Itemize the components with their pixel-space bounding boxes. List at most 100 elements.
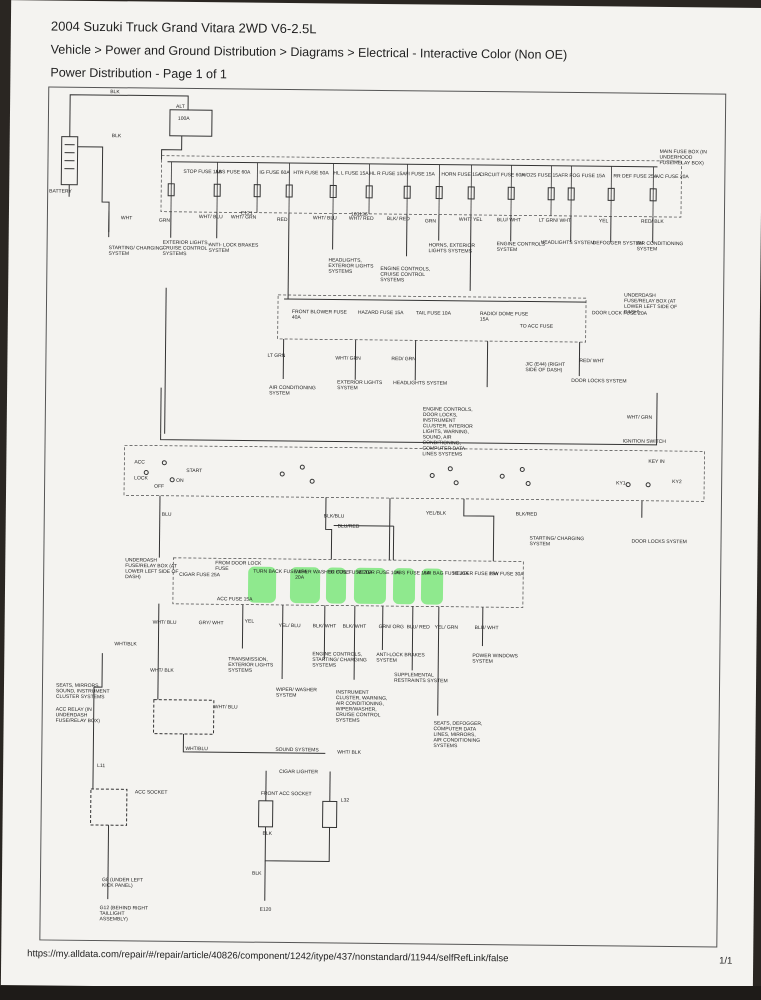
battery-symbol [60, 136, 79, 186]
diagram-label: WHT/BLU [185, 746, 208, 752]
diagram-label: STARTING/ CHARGINGSYSTEM [529, 536, 584, 548]
fuse-lead [288, 163, 290, 214]
diagram-label: BLU [162, 512, 172, 518]
diagram-label: ACC FUSE 15A [217, 596, 253, 602]
diagram-label: RED [277, 217, 288, 223]
diagram-label: KY1 [616, 480, 626, 486]
diagram-label: FRONT BLOWER FUSE40A [292, 309, 348, 321]
diagram-label: ENGINE CONTROLS,DOOR LOCKS,INSTRUMENTCLU… [422, 406, 473, 457]
diagram-label: IG FUSE 60A [259, 170, 290, 176]
diagram-label: HORN FUSE 15A [441, 172, 481, 178]
diagram-label: L11 [97, 763, 105, 769]
diagram-label: SEATS, DEFOGGER,COMPUTER DATALINES, MIRR… [433, 721, 482, 750]
diagram-label: RED/ GRN [391, 356, 416, 362]
diagram-label: WHT/ BLU [313, 215, 337, 221]
diagram-label: WHT/ YEL [459, 217, 483, 223]
diagram-label: AIR CONDITIONINGSYSTEM [269, 385, 316, 397]
diagram-label: POWER WINDOWSSYSTEM [472, 653, 518, 665]
diagram-label: RED/ WHT [579, 358, 604, 364]
page-title: 2004 Suzuki Truck Grand Vitara 2WD V6-2.… [50, 18, 317, 37]
diagram-label: TO ACC FUSE [520, 323, 554, 329]
fuse-lead [368, 163, 370, 214]
diagram-label: WHT/ BLU [199, 214, 223, 220]
diagram-label: EXTERIOR LIGHTS,CRUISE CONTROLSYSTEMS [162, 240, 209, 258]
diagram-label: G8 (UNDER LEFTKICK PANEL) [102, 877, 143, 889]
diagram-label: ALT [176, 104, 185, 110]
diagram-label: E121 [241, 211, 253, 217]
diagram-label: OFF [154, 484, 164, 490]
diagram-label: LT GRN [267, 353, 285, 359]
diagram-label: YEL/ GRN [435, 625, 459, 631]
diagram-label: WHT/ GRN [627, 415, 653, 421]
diagram-label: AIR CONDITIONINGSYSTEM [637, 241, 684, 253]
diagram-label: BLK/ WHT [313, 623, 337, 629]
diagram-label: ENGINE CONTROLS,STARTING/ CHARGINGSYSTEM… [312, 651, 367, 669]
diagram-label: BATTERY [49, 188, 72, 194]
diagram-label: EXTERIOR LIGHTSSYSTEM [337, 380, 383, 392]
diagram-label: GRY/ WHT [199, 620, 224, 626]
diagram-label: A/C FUSE 20A [655, 174, 689, 180]
diagram-label: HL L FUSE 15A [333, 170, 369, 176]
diagram-label: DOOR LOCKS SYSTEM [632, 539, 687, 546]
diagram-label: RED/ BLK [641, 219, 665, 225]
diagram-label: G12 (BEHIND RIGHTTAILLIGHTASSEMBLY) [100, 905, 149, 923]
diagram-label: H/O2S FUSE 15A [521, 172, 562, 178]
diagram-label: P/W FUSE 30A [489, 571, 524, 577]
diagram-label: BLK [112, 133, 122, 139]
diagram-label: WIPER WASHER FUSE20A [295, 569, 350, 581]
diagram-label: ENGINE CONTROLS,CRUISE CONTROLSYSTEMS [380, 266, 430, 284]
fuse-lead [550, 165, 552, 216]
diagram-label: ANTI-LOCK BRAKESSYSTEM [376, 652, 425, 664]
fuse-lead [438, 164, 440, 215]
diagram-label: HEADLIGHTS,EXTERIOR LIGHTSSYSTEMS [328, 257, 374, 275]
diagram-label: WHT/ BLU [214, 704, 238, 710]
diagram-label: ACC RELAY (INUNDERDASHFUSE/RELAY BOX) [56, 707, 101, 725]
diagram-label: MAIN FUSE BOX (INUNDERHOODFUSE/RELAY BOX… [659, 149, 707, 167]
diagram-label: ON [176, 478, 184, 484]
diagram-label: WHT [121, 215, 132, 221]
diagram-label: TAIL FUSE 10A [416, 310, 452, 316]
fuse-lead [256, 162, 258, 213]
diagram-label: BLK [262, 831, 272, 837]
diagram-label: IG COIL FUSE 20A [329, 569, 373, 575]
diagram-label: UNDERDASHFUSE/RELAY BOX (ATLOWER LEFT SI… [624, 293, 677, 316]
diagram-label: ACC SOCKET [135, 789, 168, 795]
breadcrumb: Vehicle > Power and Ground Distribution … [50, 42, 568, 62]
diagram-label: CIGAR LIGHTER [279, 769, 318, 775]
diagram-label: START [186, 468, 202, 474]
diagram-label: FRONT ACC SOCKET [261, 791, 312, 798]
diagram-label: INSTRUMENTCLUSTER, WARNING,AIR CONDITION… [336, 690, 388, 725]
diagram-label: DOOR LOCKS SYSTEM [571, 378, 626, 385]
diagram-label: HORNS, EXTERIORLIGHTS SYSTEMS [429, 242, 476, 254]
diagram-label: CIRCUIT FUSE 60A [479, 172, 525, 178]
diagram-label: WIPER/ WASHERSYSTEM [276, 687, 317, 699]
diagram-label: HL R FUSE 15A [369, 171, 406, 177]
diagram-label: TURN BACK FUSE 15A [253, 569, 308, 576]
diagram-label: KY2 [672, 479, 682, 485]
fuse-lead [470, 164, 472, 215]
diagram-label: IGNITION SWITCH [623, 439, 667, 445]
diagram-label: GRN/ ORG [379, 624, 404, 630]
diagram-label: BLU/ WHT [475, 625, 499, 631]
diagram-label: SOUND SYSTEMS [275, 747, 319, 753]
diagram-label: KEY IN [648, 459, 665, 465]
diagram-label: YEL/BLK [426, 510, 447, 516]
diagram-label: AIR BAG FUSE 15A [423, 570, 469, 576]
diagram-label: E120 [260, 907, 272, 913]
fuse-lead [652, 166, 654, 217]
diagram-label: WHT/ BLK [150, 668, 174, 674]
fuse-lead [170, 161, 172, 212]
diagram-label: BLK/RED [516, 511, 538, 517]
diagram-label: CIGAR FUSE 25A [179, 572, 221, 578]
diagram-label: LT GRN/ WHT [539, 218, 571, 224]
diagram-label: SEATS, MIRRORS,SOUND, INSTRUMENTCLUSTER … [56, 683, 110, 701]
diagram-label: ABS FUSE 60A [215, 169, 251, 175]
diagram-label: GRN [159, 218, 171, 224]
diagram-label: LOCK [134, 475, 148, 481]
diagram-label: FROM DOOR LOCKFUSE [215, 560, 262, 572]
diagram-label: ANTI- LOCK BRAKESSYSTEM [209, 242, 260, 254]
diagram-label: ACC [134, 459, 145, 465]
